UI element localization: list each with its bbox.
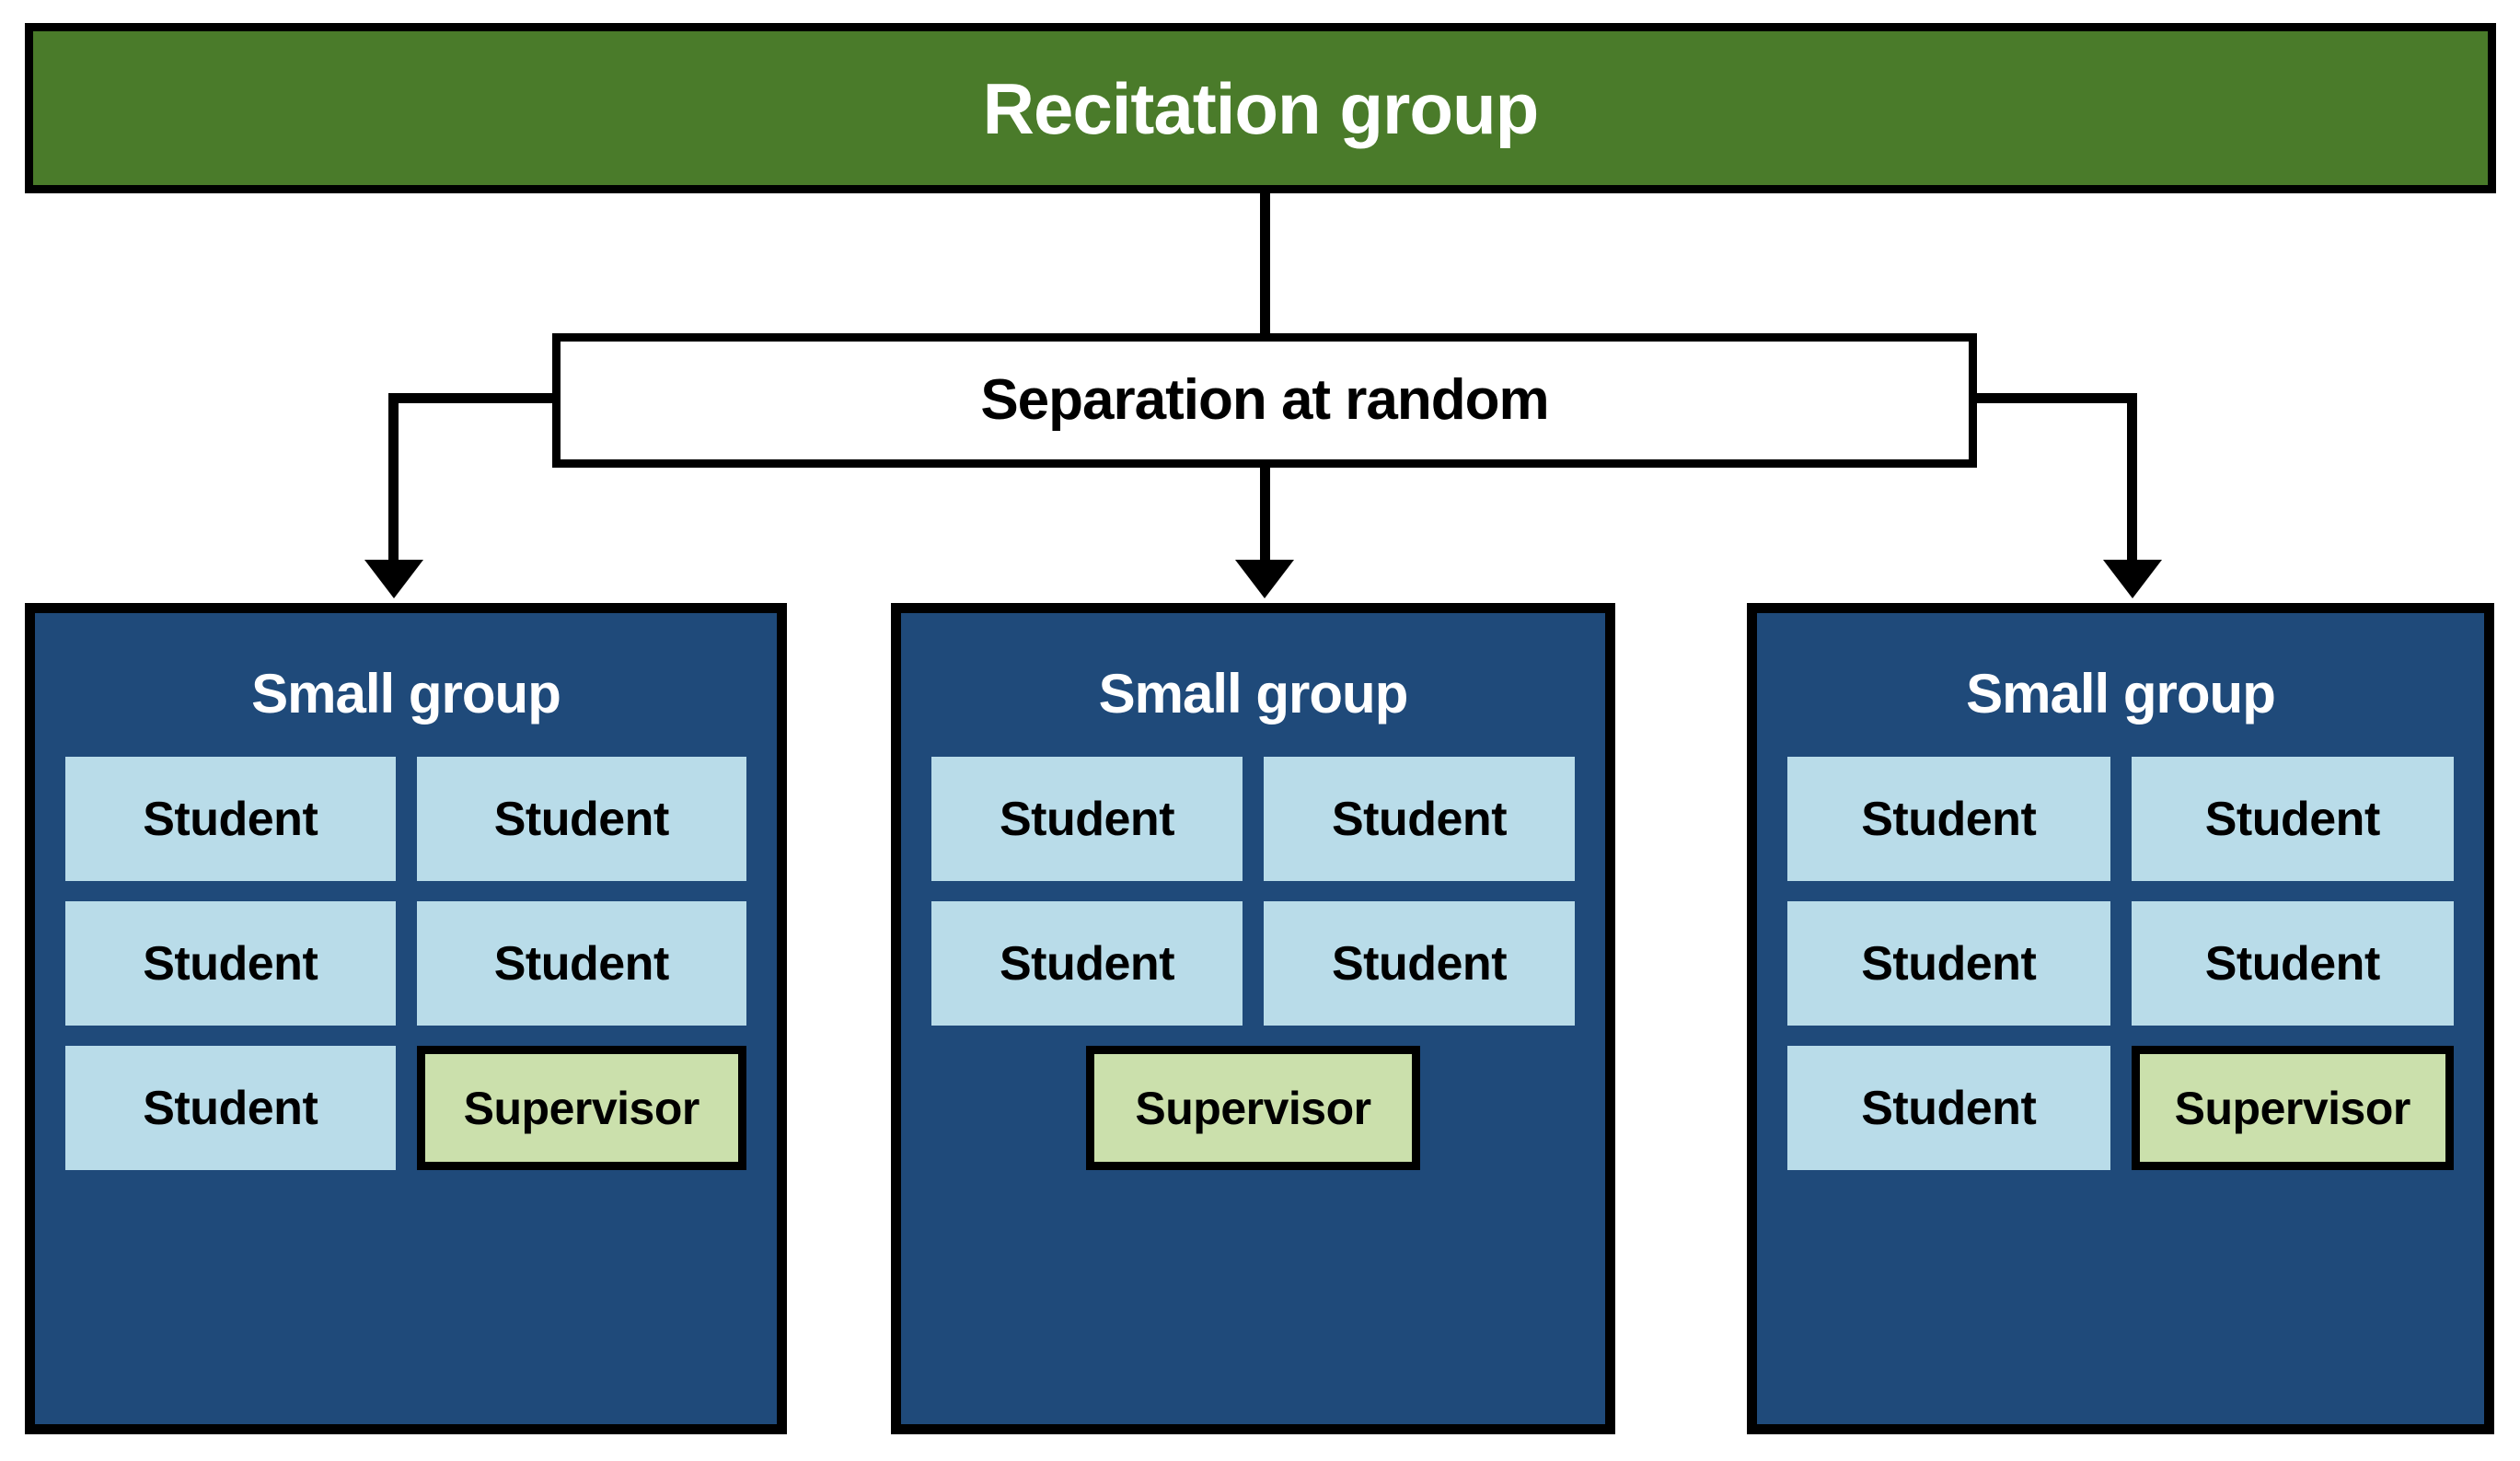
member-cell-student: Student — [1264, 901, 1575, 1026]
member-cell-student: Student — [1787, 757, 2110, 881]
small-group-panel-2: Small group Student Student Student Stud… — [891, 603, 1615, 1434]
member-grid-2: Student Student Student Student Supervis… — [901, 757, 1605, 1170]
member-label: Student — [143, 936, 318, 991]
member-label: Student — [2204, 792, 2381, 846]
member-grid-3: Student Student Student Student Student … — [1757, 757, 2484, 1170]
member-label: Supervisor — [463, 1082, 700, 1134]
small-group-panel-1: Small group Student Student Student Stud… — [25, 603, 787, 1434]
member-label: Student — [1331, 936, 1508, 991]
recitation-group-label: Recitation group — [982, 67, 1540, 149]
connector-left-horizontal — [388, 393, 560, 403]
member-label: Student — [2204, 936, 2381, 991]
connector-root-to-separation — [1260, 193, 1270, 336]
member-cell-student: Student — [1264, 757, 1575, 881]
member-cell-student: Student — [2131, 757, 2454, 881]
member-label: Supervisor — [1135, 1082, 1371, 1134]
member-label: Student — [999, 936, 1175, 991]
member-label: Student — [1331, 792, 1508, 846]
arrow-head-right-icon — [2103, 560, 2162, 598]
arrow-head-left-icon — [364, 560, 423, 598]
member-label: Student — [143, 792, 318, 846]
member-cell-supervisor: Supervisor — [2131, 1046, 2454, 1170]
separation-at-random-node: Separation at random — [552, 333, 1977, 468]
member-label: Student — [493, 792, 670, 846]
member-label: Student — [143, 1081, 318, 1135]
member-label: Student — [999, 792, 1175, 846]
member-cell-supervisor: Supervisor — [1085, 1046, 1421, 1170]
member-cell-supervisor: Supervisor — [416, 1046, 746, 1170]
member-cell-student: Student — [931, 901, 1243, 1026]
member-cell-student: Student — [65, 901, 396, 1026]
member-cell-student: Student — [65, 1046, 396, 1170]
member-cell-student: Student — [931, 757, 1243, 881]
member-grid-1: Student Student Student Student Student … — [35, 757, 777, 1170]
member-cell-student: Student — [1787, 901, 2110, 1026]
connector-left-vertical — [388, 393, 399, 562]
small-group-title-3: Small group — [1966, 663, 2276, 725]
member-cell-student: Student — [65, 757, 396, 881]
member-cell-student: Student — [416, 757, 746, 881]
member-label: Student — [1861, 792, 2037, 846]
small-group-panel-3: Small group Student Student Student Stud… — [1747, 603, 2494, 1434]
small-group-title-1: Small group — [251, 663, 561, 725]
member-label: Student — [1861, 1081, 2037, 1135]
member-label: Student — [493, 936, 670, 991]
connector-center-vertical — [1260, 465, 1270, 562]
member-label: Student — [1861, 936, 2037, 991]
arrow-head-center-icon — [1235, 560, 1294, 598]
connector-right-horizontal — [1970, 393, 2137, 403]
member-cell-student: Student — [1787, 1046, 2110, 1170]
separation-at-random-label: Separation at random — [980, 368, 1549, 432]
connector-right-vertical — [2127, 393, 2137, 562]
recitation-group-node: Recitation group — [25, 23, 2496, 193]
member-cell-student: Student — [2131, 901, 2454, 1026]
member-label: Supervisor — [2174, 1082, 2411, 1134]
small-group-title-2: Small group — [1098, 663, 1409, 725]
member-cell-student: Student — [416, 901, 746, 1026]
